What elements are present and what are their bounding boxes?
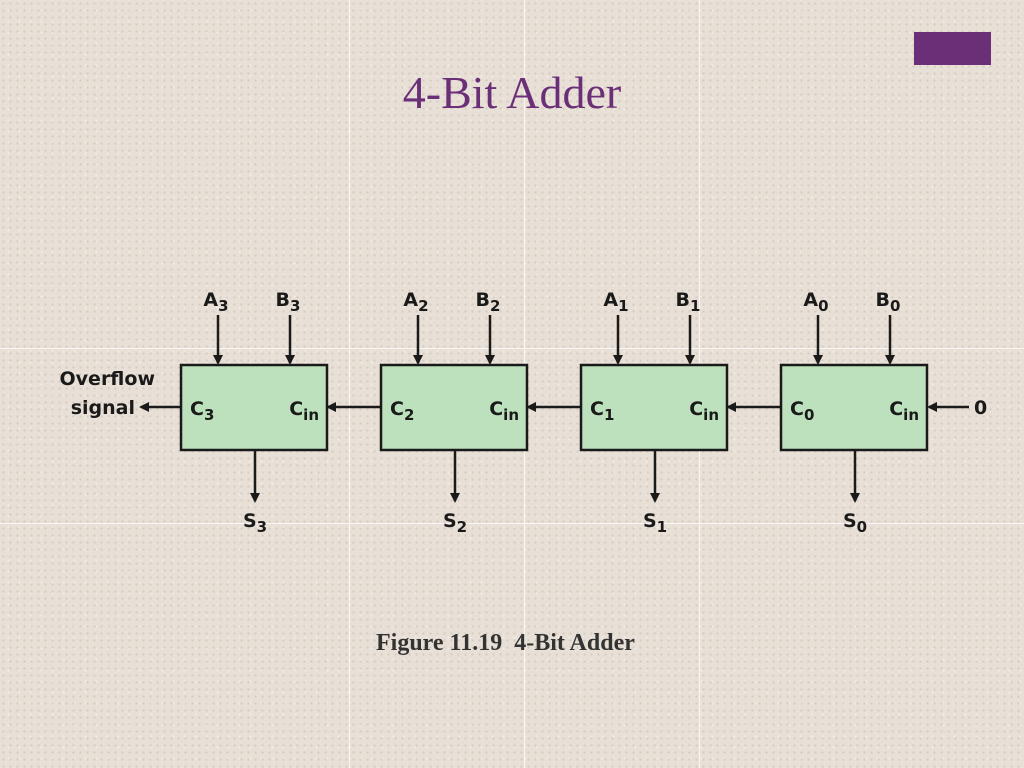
- carry-in-label: Cin: [489, 398, 519, 424]
- carry-out-label: C0: [790, 398, 814, 424]
- input-b-label: B1: [676, 289, 701, 315]
- accent-block: [914, 32, 991, 65]
- carry-out-label: C3: [190, 398, 214, 424]
- input-a-label: A1: [603, 289, 628, 315]
- carry-out-label: C2: [390, 398, 414, 424]
- carry-in-label: Cin: [689, 398, 719, 424]
- input-b-label: B2: [476, 289, 501, 315]
- carry-in-label: Cin: [289, 398, 319, 424]
- slide-title: 4-Bit Adder: [402, 67, 622, 118]
- sum-output-label: S2: [443, 510, 467, 536]
- carry-in-label: Cin: [889, 398, 919, 424]
- input-b-label: B0: [876, 289, 901, 315]
- grid-line: [0, 348, 1024, 349]
- grid-line: [349, 0, 350, 768]
- overflow-label: Overflow: [60, 368, 155, 390]
- sum-output-label: S1: [643, 510, 667, 536]
- sum-output-label: S0: [843, 510, 867, 536]
- input-a-label: A2: [403, 289, 428, 315]
- sum-output-label: S3: [243, 510, 267, 536]
- input-a-label: A3: [203, 289, 228, 315]
- carry-out-label: C1: [590, 398, 614, 424]
- carry-in-value: 0: [974, 397, 987, 419]
- figure-caption: Figure 11.19 4-Bit Adder: [376, 630, 635, 656]
- overflow-label: signal: [71, 397, 135, 419]
- grid-line: [0, 523, 1024, 524]
- input-a-label: A0: [803, 289, 828, 315]
- input-b-label: B3: [276, 289, 301, 315]
